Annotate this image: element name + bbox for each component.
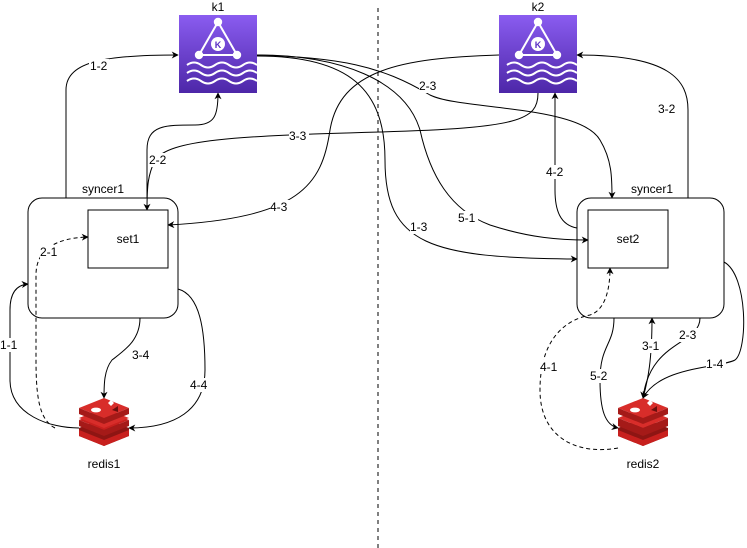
edge-label-3-3: 3-3 [289, 129, 307, 143]
kafka-k-glyph: K [215, 40, 222, 50]
node-label-redis1: redis1 [88, 457, 121, 471]
edge-3-4 [100, 317, 141, 399]
edge-4-2 [551, 92, 578, 229]
redis-node-right[interactable]: redis2 [618, 398, 668, 471]
redis-icon [79, 398, 129, 446]
edge-label-2-3-bottom: 2-3 [679, 328, 697, 342]
edge-label-3-2: 3-2 [658, 102, 676, 116]
edge-label-1-4: 1-4 [706, 357, 724, 371]
edge-1-2 [65, 51, 179, 198]
edge-label-5-2: 5-2 [590, 369, 608, 383]
set2-box[interactable] [587, 209, 669, 269]
node-label-k1: k1 [212, 0, 225, 14]
edge-4-4 [128, 288, 206, 432]
edge-label-5-1: 5-1 [458, 211, 476, 225]
edge-2-2 [146, 92, 222, 198]
edge-label-3-1: 3-1 [642, 339, 660, 353]
kafka-node-k1[interactable]: K k1 [179, 0, 258, 93]
edge-label-1-3: 1-3 [410, 220, 428, 234]
edge-2-1 [35, 233, 89, 429]
edge-3-3 [143, 92, 539, 211]
set1-box[interactable] [87, 209, 169, 269]
edge-3-2 [576, 51, 689, 198]
edge-4-3 [167, 54, 500, 229]
edge-label-3-4: 3-4 [132, 348, 150, 362]
node-label-k2: k2 [532, 0, 545, 14]
node-label-set1: set1 [117, 232, 140, 246]
kafka-glyph-icon [186, 17, 258, 85]
edge-label-4-1: 4-1 [540, 360, 558, 374]
edge-label-4-4: 4-4 [190, 378, 208, 392]
kafka-node-k2[interactable]: K k2 [499, 0, 578, 93]
edge-1-1 [9, 280, 80, 429]
edge-label-2-2: 2-2 [149, 153, 167, 167]
syncer-node-left[interactable]: syncer1 set1 [27, 182, 179, 319]
edge-label-1-1: 1-1 [0, 338, 18, 352]
redis-node-left[interactable]: redis1 [79, 398, 129, 471]
edge-1-4 [642, 261, 745, 399]
edge-1-3 [256, 55, 578, 263]
kafka-k-glyph: K [535, 40, 542, 50]
edge-label-2-1: 2-1 [40, 245, 58, 259]
edge-labels: 1-1 1-2 1-3 1-4 2-1 2-2 2-3 2-3 3-1 3-2 … [0, 59, 726, 392]
edge-3-1 [642, 317, 656, 399]
node-label-syncer2: syncer1 [631, 182, 673, 196]
kafka-glyph-icon [506, 17, 578, 85]
node-label-syncer1: syncer1 [82, 182, 124, 196]
edge-label-1-2: 1-2 [90, 59, 108, 73]
redis-icon [618, 398, 668, 446]
syncer-node-right[interactable]: syncer1 set2 [576, 182, 725, 319]
node-label-set2: set2 [617, 232, 640, 246]
edge-5-1 [256, 54, 589, 244]
edge-label-4-3: 4-3 [270, 200, 288, 214]
node-label-redis2: redis2 [627, 457, 660, 471]
edge-label-4-2: 4-2 [546, 165, 564, 179]
edge-2-3-top [256, 54, 616, 199]
edge-label-2-3-top: 2-3 [419, 79, 437, 93]
